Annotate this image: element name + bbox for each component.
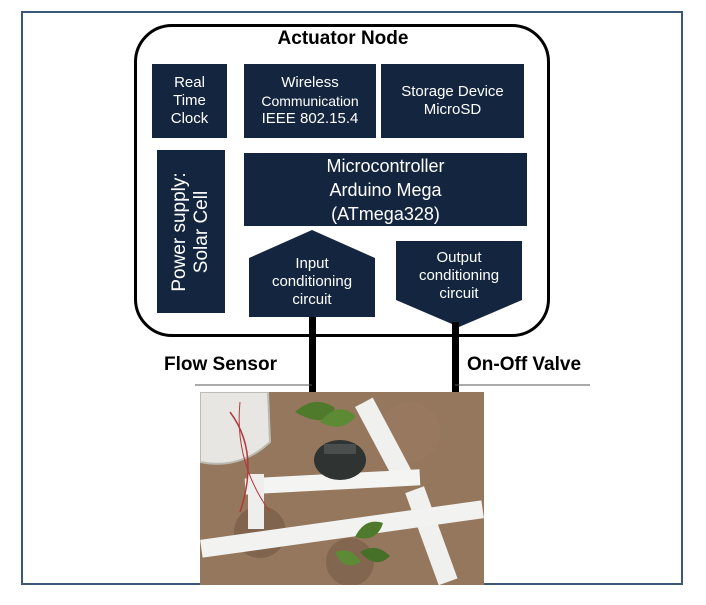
storage-line-1: Storage Device bbox=[401, 83, 504, 100]
sensor-wire bbox=[309, 317, 316, 393]
valve-wire bbox=[452, 322, 459, 393]
flow-sensor-label: Flow Sensor bbox=[164, 354, 277, 375]
storage-box: Storage Device MicroSD bbox=[381, 64, 524, 138]
pipe-horizontal bbox=[200, 500, 484, 558]
output-conditioning-label: Output conditioning circuit bbox=[396, 246, 522, 306]
output-line-3: circuit bbox=[439, 285, 479, 302]
rtc-line-3: Clock bbox=[170, 110, 209, 127]
wireless-line-2: Communication bbox=[261, 93, 359, 109]
input-conditioning-label: Input conditioning circuit bbox=[249, 252, 375, 312]
input-conditioning-shape bbox=[249, 230, 375, 317]
field-photo bbox=[200, 392, 484, 585]
white-bag bbox=[200, 392, 270, 464]
valve-label: On-Off Valve bbox=[467, 354, 582, 375]
storage-line-2: MicroSD bbox=[423, 101, 482, 118]
output-conditioning-shape bbox=[396, 241, 522, 327]
field-photo-image bbox=[200, 392, 484, 585]
input-line-3: circuit bbox=[292, 291, 332, 308]
mcu-line-3: (ATmega328) bbox=[331, 203, 440, 224]
rtc-line-2: Time bbox=[173, 92, 206, 109]
real-time-clock-box: Real Time Clock bbox=[152, 64, 227, 138]
output-line-2: conditioning bbox=[418, 267, 500, 284]
mcu-line-1: Microcontroller bbox=[326, 155, 445, 176]
pipe-upper bbox=[244, 469, 421, 495]
mcu-line-2: Arduino Mega bbox=[329, 179, 442, 200]
wireless-line-1: Wireless bbox=[281, 74, 339, 91]
microcontroller-box: Microcontroller Arduino Mega (ATmega328) bbox=[244, 153, 527, 226]
pipe-diagonal bbox=[355, 397, 415, 487]
input-line-1: Input bbox=[295, 255, 329, 272]
wireless-box: Wireless Communication IEEE 802.15.4 bbox=[244, 64, 376, 138]
diagram-title: Actuator Node bbox=[277, 28, 409, 49]
rtc-line-1: Real bbox=[174, 74, 205, 91]
pipe-elbow bbox=[248, 474, 264, 529]
wireless-line-3: IEEE 802.15.4 bbox=[261, 110, 359, 127]
output-line-1: Output bbox=[436, 249, 482, 266]
input-line-2: conditioning bbox=[271, 273, 353, 290]
power-supply-box: Power supply: Solar Cell bbox=[157, 150, 225, 313]
